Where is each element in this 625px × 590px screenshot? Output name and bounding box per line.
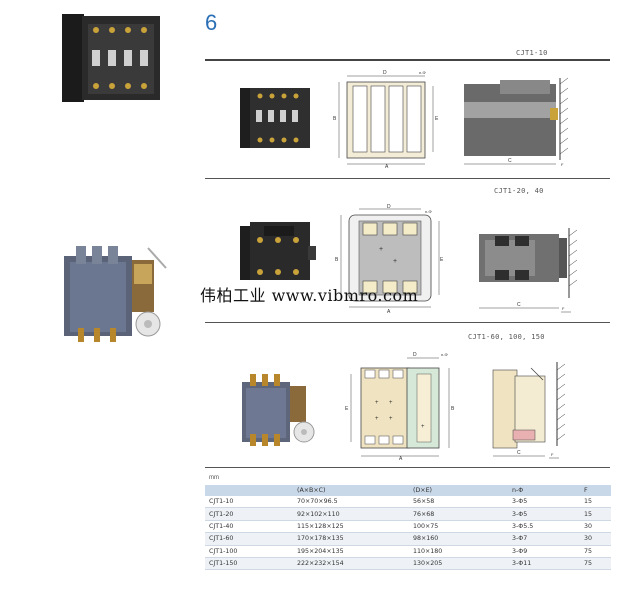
svg-text:+: + [393, 258, 397, 265]
cell-de: 98×160 [409, 532, 508, 546]
cell-de: 110×180 [409, 545, 508, 558]
watermark-text: 伟柏工业 www.vibmro.com [200, 286, 419, 305]
cell-n-phi: 3-Φ11 [508, 557, 580, 571]
side-dimension-drawing: C F [464, 77, 569, 167]
section-model-label: CJT1-10 [516, 49, 548, 57]
table-header-row: (A×B×C) (D×E) n-Φ F [205, 485, 611, 496]
spec-table: (A×B×C) (D×E) n-Φ F CJT1-10 70×70×96.5 5… [205, 485, 611, 571]
cell-f: 75 [580, 545, 611, 558]
cell-abc: 70×70×96.5 [293, 496, 409, 509]
dim-c: C [517, 302, 521, 308]
table-row: CJT1-40 115×128×125 100×75 3-Φ5.5 30 [205, 520, 611, 534]
contactor-photo-small [242, 374, 315, 446]
cell-n-phi: 3-Φ5 [508, 496, 580, 509]
svg-text:+: + [389, 400, 393, 406]
cell-model: CJT1-150 [205, 557, 293, 571]
front-dimension-drawing: + + + + + D n-Φ A E B [345, 352, 455, 462]
dim-f: F [561, 162, 564, 167]
header-n-phi: n-Φ [508, 485, 580, 496]
dim-a: A [385, 164, 389, 170]
dim-e: E [440, 257, 444, 263]
dim-n-phi: n-Φ [425, 209, 432, 214]
cell-de: 130×205 [409, 557, 508, 571]
units-label: mm [209, 475, 219, 481]
header-f: F [580, 485, 611, 496]
dim-d: D [413, 352, 417, 358]
cell-de: 100×75 [409, 520, 508, 534]
cell-n-phi: 3-Φ7 [508, 532, 580, 546]
cell-model: CJT1-40 [205, 520, 293, 534]
dim-b: B [333, 116, 337, 122]
contactor-photo-small [240, 222, 316, 280]
page-number: 6 [205, 10, 218, 35]
section-model-label: CJT1-60, 100, 150 [468, 333, 545, 341]
svg-text:+: + [389, 416, 393, 422]
svg-text:+: + [421, 424, 425, 430]
dim-n-phi: n-Φ [419, 70, 426, 75]
cell-de: 76×68 [409, 507, 508, 521]
table-row: CJT1-100 195×204×135 110×180 3-Φ9 75 [205, 545, 611, 558]
svg-text:+: + [375, 400, 379, 406]
section-divider [205, 59, 610, 61]
cell-f: 30 [580, 520, 611, 534]
cell-n-phi: 3-Φ5.5 [508, 520, 580, 534]
header-de: (D×E) [409, 485, 508, 496]
cell-model: CJT1-10 [205, 496, 293, 509]
cell-f: 15 [580, 507, 611, 521]
table-row: CJT1-60 170×178×135 98×160 3-Φ7 30 [205, 532, 611, 546]
header-model [205, 485, 293, 496]
dim-n-phi: n-Φ [441, 352, 448, 357]
side-dimension-drawing: C F [492, 362, 566, 459]
table-row: CJT1-10 70×70×96.5 56×58 3-Φ5 15 [205, 496, 611, 509]
header-abc: (A×B×C) [293, 485, 409, 496]
front-dimension-drawing: + + D n-Φ A B E [335, 204, 444, 315]
table-row: CJT1-20 92×102×110 76×68 3-Φ5 15 [205, 507, 611, 521]
cell-model: CJT1-60 [205, 532, 293, 546]
side-dimension-drawing: C F [479, 228, 578, 313]
contactor-photo-large-cjt1-150 [64, 246, 167, 342]
dim-d: D [387, 204, 391, 210]
svg-text:+: + [375, 416, 379, 422]
dim-e: E [345, 406, 349, 412]
dim-a: A [387, 309, 391, 315]
svg-text:+: + [379, 246, 383, 253]
section-divider [205, 322, 610, 323]
cell-n-phi: 3-Φ5 [508, 507, 580, 521]
table-divider [205, 467, 610, 468]
cell-abc: 92×102×110 [293, 507, 409, 521]
cell-model: CJT1-100 [205, 545, 293, 558]
contactor-photo-large-cjt1-10 [62, 14, 160, 102]
cell-abc: 115×128×125 [293, 520, 409, 534]
section-model-label: CJT1-20, 40 [494, 187, 544, 195]
dim-f: F [562, 306, 565, 311]
cell-de: 56×58 [409, 496, 508, 509]
dim-a: A [399, 456, 403, 462]
cell-f: 30 [580, 532, 611, 546]
dim-b: B [451, 406, 455, 412]
front-dimension-drawing: D n-Φ A B E [333, 70, 439, 170]
cell-model: CJT1-20 [205, 507, 293, 521]
dim-f: F [551, 452, 554, 457]
cell-abc: 222×232×154 [293, 557, 409, 571]
table-row: CJT1-150 222×232×154 130×205 3-Φ11 75 [205, 557, 611, 571]
dim-e: E [435, 116, 439, 122]
dim-b: B [335, 257, 339, 263]
section-divider [205, 178, 610, 179]
contactor-photo-small [240, 88, 310, 148]
cell-n-phi: 3-Φ9 [508, 545, 580, 558]
cell-abc: 195×204×135 [293, 545, 409, 558]
dim-c: C [517, 450, 521, 456]
cell-f: 75 [580, 557, 611, 571]
cell-abc: 170×178×135 [293, 532, 409, 546]
dim-d: D [383, 70, 387, 76]
dim-c: C [508, 158, 512, 164]
cell-f: 15 [580, 496, 611, 509]
